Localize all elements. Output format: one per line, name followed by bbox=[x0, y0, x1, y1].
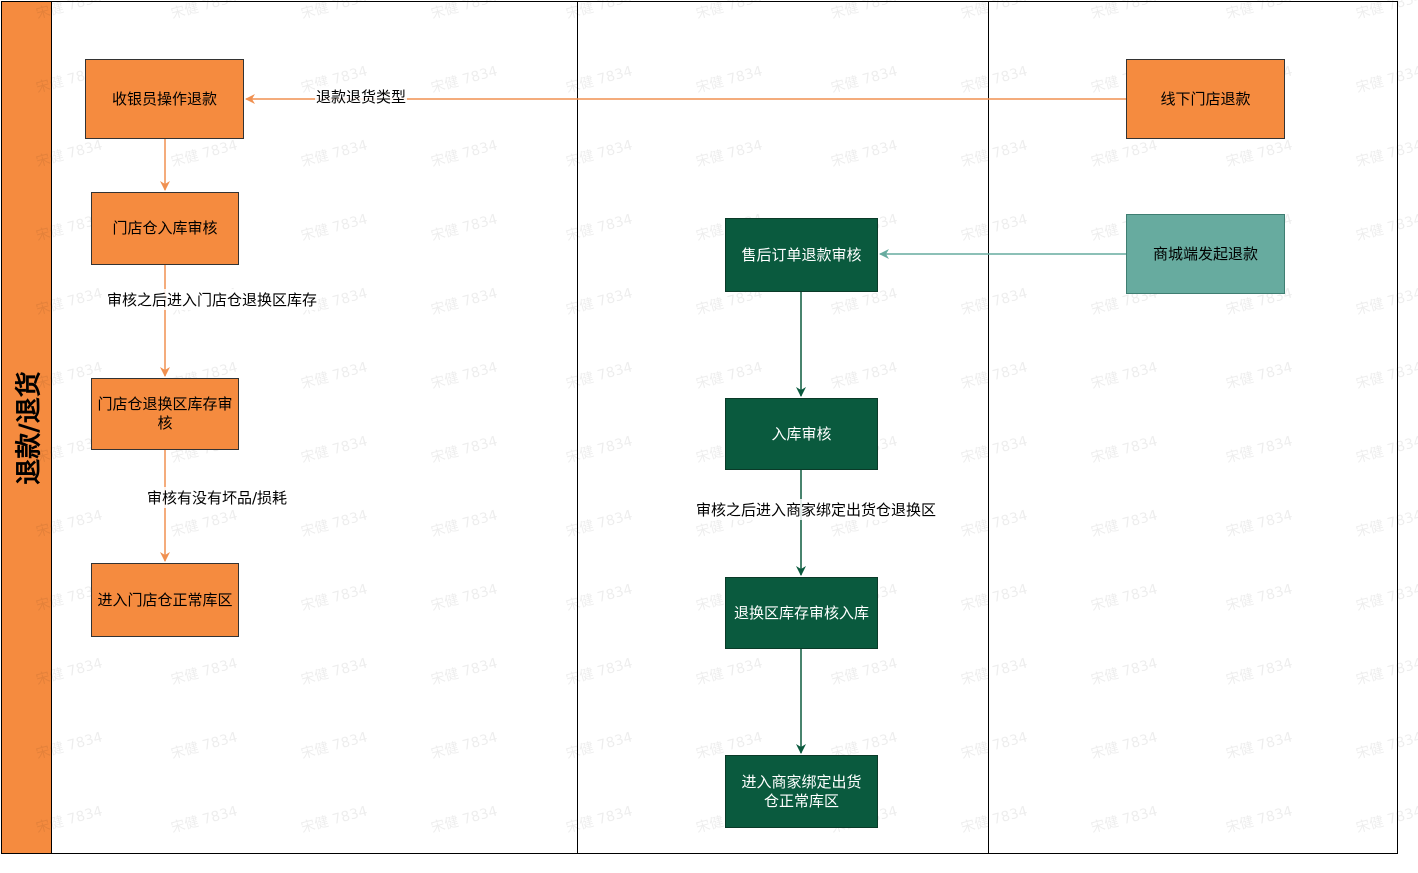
edge-label-refund-type: 退款退货类型 bbox=[315, 86, 408, 107]
node-mall-initiate-refund[interactable]: 商城端发起退款 bbox=[1126, 214, 1285, 294]
edge-label-after-review-store: 审核之后进入门店仓退换区库存 bbox=[106, 289, 319, 310]
edge-label-after-review-merchant: 审核之后进入商家绑定出货仓退换区 bbox=[695, 499, 938, 520]
node-store-inbound-review[interactable]: 门店仓入库审核 bbox=[91, 192, 239, 265]
node-store-exchange-stock-review[interactable]: 门店仓退换区库存审核 bbox=[91, 378, 239, 450]
node-exchange-stock-review-inbound[interactable]: 退换区库存审核入库 bbox=[725, 577, 878, 649]
node-aftersale-refund-review[interactable]: 售后订单退款审核 bbox=[725, 218, 878, 292]
edge-label-check-damage: 审核有没有坏品/损耗 bbox=[146, 487, 289, 508]
lane-divider bbox=[577, 1, 578, 853]
node-merchant-normal-area[interactable]: 进入商家绑定出货仓正常库区 bbox=[725, 755, 878, 828]
swimlane-header: 退款/退货 bbox=[1, 1, 52, 853]
lane-divider bbox=[988, 1, 989, 853]
node-inbound-review[interactable]: 入库审核 bbox=[725, 398, 878, 470]
node-cashier-refund[interactable]: 收银员操作退款 bbox=[85, 59, 244, 139]
node-offline-store-refund[interactable]: 线下门店退款 bbox=[1126, 59, 1285, 139]
node-store-normal-area[interactable]: 进入门店仓正常库区 bbox=[91, 563, 239, 637]
